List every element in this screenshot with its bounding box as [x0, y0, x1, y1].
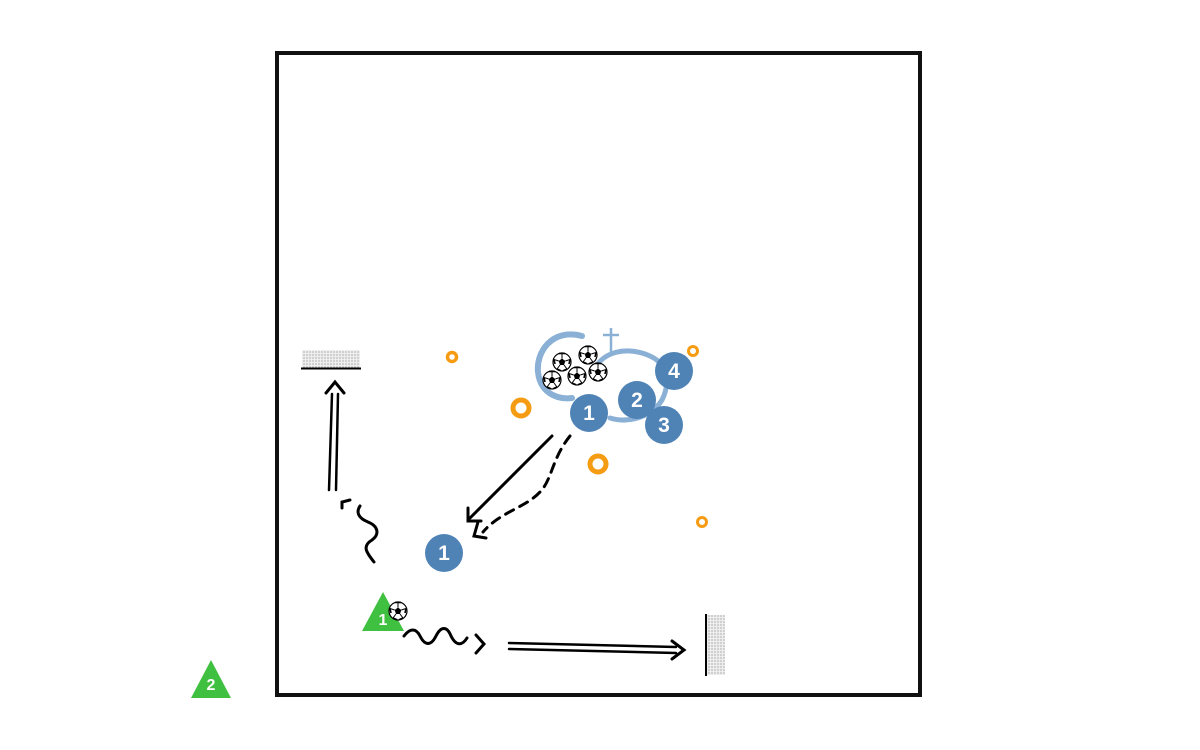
soccer-ball-icon — [588, 362, 608, 382]
cone-icon — [696, 516, 708, 528]
svg-text:4: 4 — [668, 360, 680, 383]
goal-icon — [705, 614, 725, 676]
dribble-arrow — [340, 498, 379, 564]
svg-text:2: 2 — [207, 677, 216, 694]
pass-arrow — [466, 434, 554, 523]
soccer-ball-icon — [388, 601, 408, 621]
player-marker: 4 — [655, 352, 693, 390]
soccer-ball-icon — [542, 370, 562, 390]
player-marker: 2 — [618, 381, 656, 419]
coach-marker: 1 — [362, 592, 408, 631]
run-arrow — [472, 434, 572, 540]
player-marker: 1 — [570, 394, 608, 432]
dribble-arrow — [402, 627, 487, 655]
svg-text:1: 1 — [583, 402, 595, 425]
svg-text:2: 2 — [631, 389, 643, 412]
cone-icon — [445, 350, 459, 364]
soccer-ball-icon — [552, 352, 572, 372]
shot-arrow — [507, 639, 687, 661]
shot-arrow — [324, 379, 346, 492]
cone-icon — [687, 345, 699, 357]
ball-pile — [542, 345, 608, 390]
player-marker: 3 — [645, 406, 683, 444]
soccer-ball-icon — [567, 366, 587, 386]
svg-text:1: 1 — [379, 612, 388, 629]
pitch-boundary — [275, 51, 922, 697]
svg-text:1: 1 — [438, 542, 450, 565]
cone-icon — [587, 453, 609, 475]
soccer-ball-icon — [578, 345, 598, 365]
coach-marker: 2 — [191, 660, 231, 698]
goal-icon — [301, 350, 361, 370]
player-marker: 1 — [425, 534, 463, 572]
svg-text:3: 3 — [658, 414, 670, 437]
cone-icon — [510, 397, 532, 419]
